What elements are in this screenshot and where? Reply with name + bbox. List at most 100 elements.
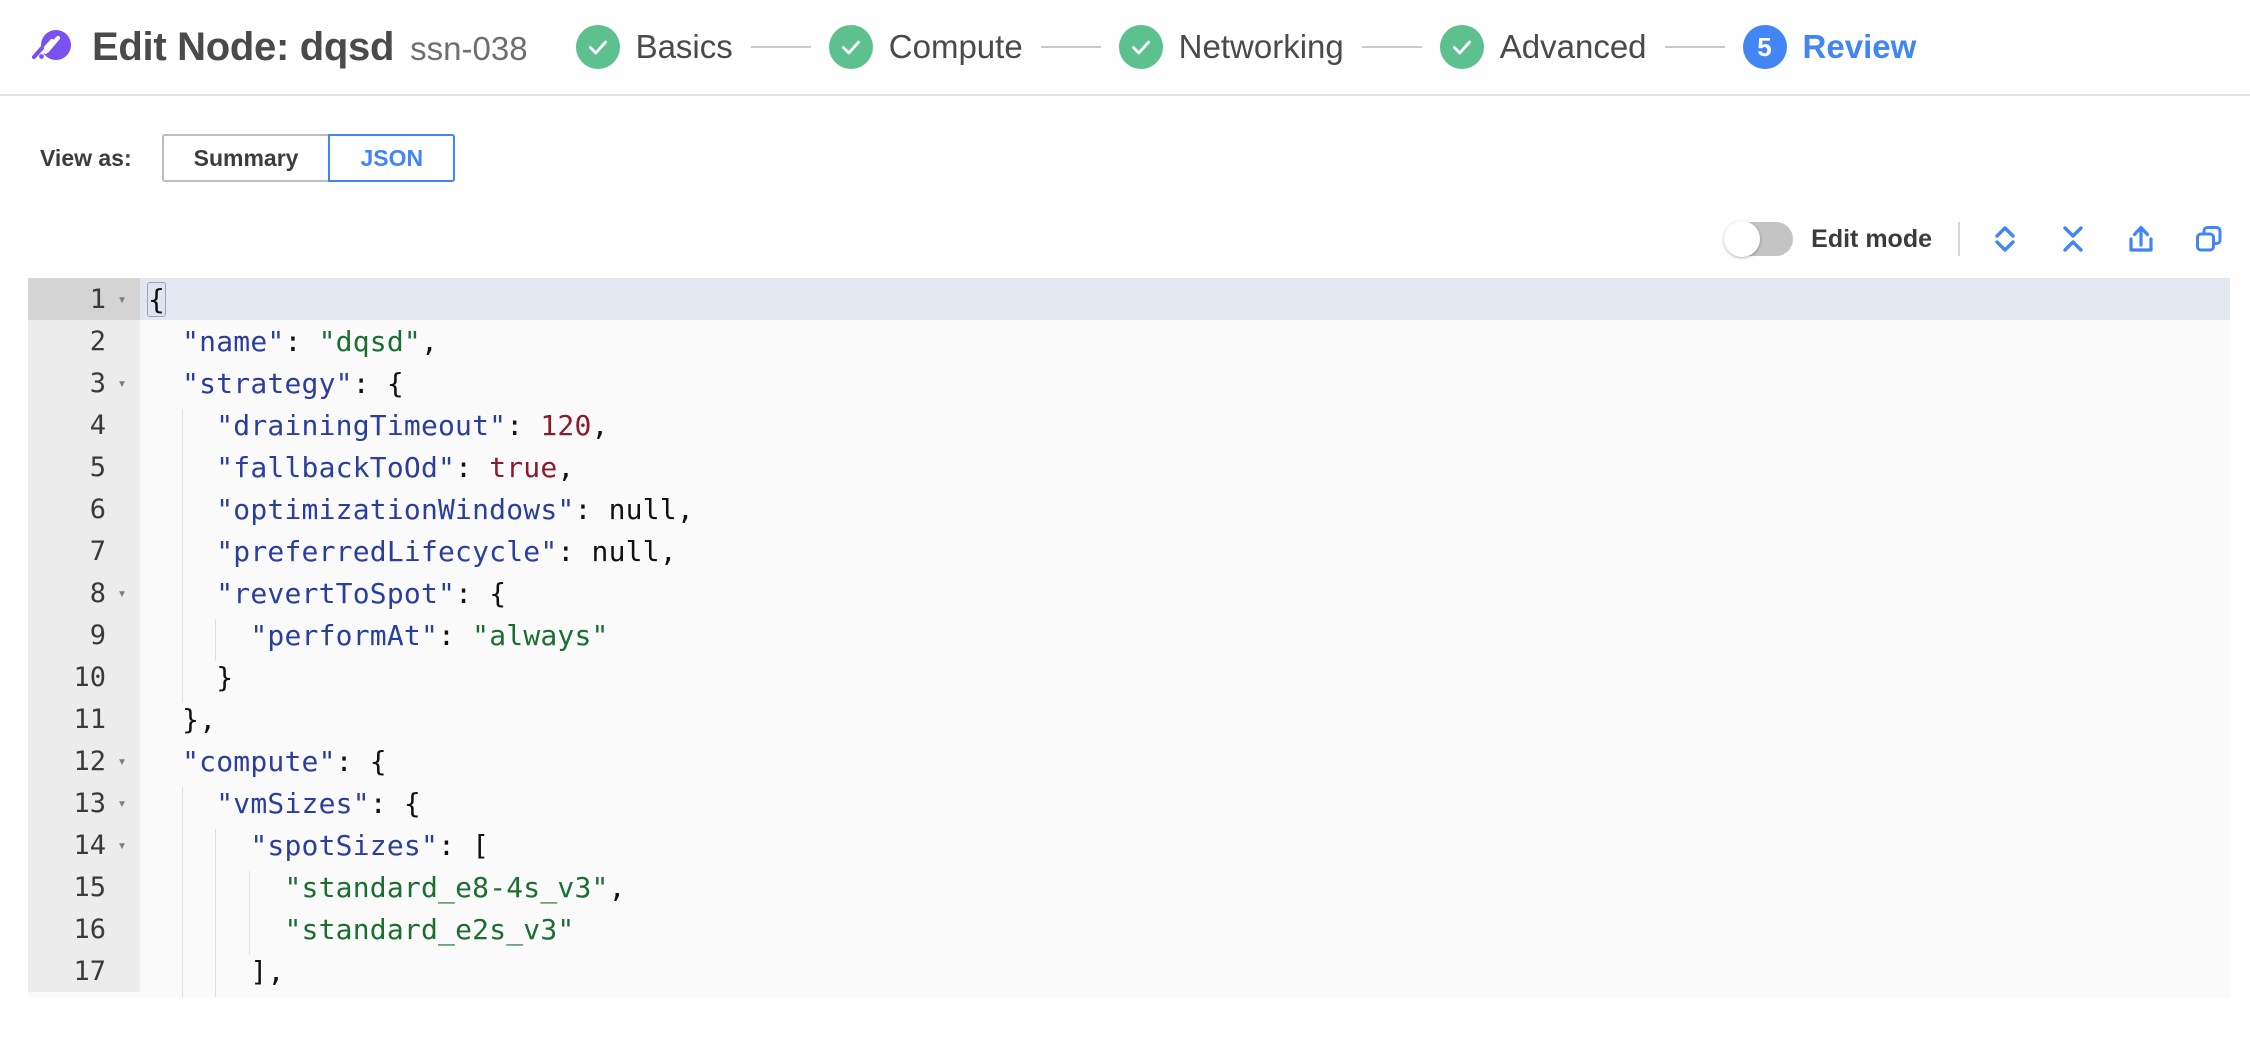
step-status-check-icon xyxy=(1118,25,1163,69)
line-number: 14 xyxy=(73,829,106,861)
json-code-line[interactable]: 2▾ "name": "dqsd", xyxy=(28,320,2230,362)
json-code-line[interactable]: 16▾ "standard_e2s_v3" xyxy=(28,908,2230,955)
stepper-connector xyxy=(1664,46,1725,48)
line-gutter: 16▾ xyxy=(28,908,140,950)
stepper-step-basics[interactable]: Basics xyxy=(575,25,733,69)
stepper-label-networking: Networking xyxy=(1178,28,1344,65)
line-text[interactable]: "fallbackToOd": true, xyxy=(140,450,2230,493)
indent-guide xyxy=(181,576,183,619)
line-gutter: 1▾ xyxy=(28,278,140,320)
json-code-line[interactable]: 15▾ "standard_e8-4s_v3", xyxy=(28,866,2230,913)
json-code-line[interactable]: 7▾ "preferredLifecycle": null, xyxy=(28,530,2230,577)
line-text[interactable]: "standard_e8-4s_v3", xyxy=(140,870,2230,913)
indent-guide xyxy=(249,870,251,913)
fold-toggle-icon[interactable]: ▾ xyxy=(117,751,127,770)
json-code-line[interactable]: 14 ▾ "spotSizes": [ xyxy=(28,824,2230,871)
line-gutter: 9▾ xyxy=(28,614,140,656)
step-status-check-icon xyxy=(828,25,873,69)
line-number: 4 xyxy=(89,409,106,441)
line-gutter: 2▾ xyxy=(28,320,140,362)
stepper-label-review: Review xyxy=(1802,28,1917,65)
json-code-line[interactable]: 6▾ "optimizationWindows": null, xyxy=(28,488,2230,535)
line-text[interactable]: "optimizationWindows": null, xyxy=(140,492,2230,535)
fold-toggle-icon[interactable]: ▾ xyxy=(117,583,127,602)
view-as-label: View as: xyxy=(40,144,132,171)
step-number-badge: 5 xyxy=(1742,25,1787,69)
line-text[interactable]: }, xyxy=(182,702,217,736)
stepper-connector xyxy=(1361,46,1422,48)
line-text[interactable]: "drainingTimeout": 120, xyxy=(140,408,2230,451)
stepper-step-advanced[interactable]: Advanced xyxy=(1439,25,1647,69)
json-code-line[interactable]: 13 ▾ "vmSizes": { xyxy=(28,782,2230,829)
line-text[interactable]: "name": "dqsd", xyxy=(182,324,439,358)
json-code-line[interactable]: 8▾ "revertToSpot": { xyxy=(28,572,2230,619)
line-gutter: 17▾ xyxy=(28,950,140,992)
line-number: 6 xyxy=(89,493,106,525)
line-text[interactable]: { xyxy=(146,281,167,317)
json-code-line[interactable]: 1▾{ xyxy=(28,278,2230,320)
line-text[interactable]: "strategy": { xyxy=(182,366,404,400)
line-number: 7 xyxy=(89,535,106,567)
json-editor[interactable]: 1▾{2▾ "name": "dqsd",3▾ "strategy": {4▾ … xyxy=(28,278,2230,998)
indent-guide xyxy=(181,618,183,661)
json-code-line[interactable]: 9▾ "performAt": "always" xyxy=(28,614,2230,661)
expand-all-icon[interactable] xyxy=(1986,220,2024,258)
json-code-line[interactable]: 17▾ ], xyxy=(28,950,2230,997)
stepper-label-advanced: Advanced xyxy=(1499,28,1647,65)
toolbar-icon-group xyxy=(1986,220,2228,258)
stepper-step-review[interactable]: 5 Review xyxy=(1742,25,1917,69)
line-text[interactable]: "spotSizes": [ xyxy=(140,828,2230,871)
line-gutter: 10▾ xyxy=(28,656,140,698)
json-editor-toolbar: Edit mode xyxy=(0,182,2250,258)
json-code-line[interactable]: 11▾ }, xyxy=(28,698,2230,740)
line-text[interactable]: "standard_e2s_v3" xyxy=(140,912,2230,955)
line-gutter: 6▾ xyxy=(28,488,140,530)
fold-toggle-icon[interactable]: ▾ xyxy=(117,373,127,392)
page-subtitle: ssn-038 xyxy=(410,29,528,67)
line-number: 9 xyxy=(89,619,106,651)
json-code-line[interactable]: 4▾ "drainingTimeout": 120, xyxy=(28,404,2230,451)
spot-comet-logo-icon xyxy=(28,24,74,70)
line-number: 8 xyxy=(89,577,106,609)
edit-mode-toggle[interactable] xyxy=(1724,221,1794,257)
line-text[interactable]: "performAt": "always" xyxy=(140,618,2230,661)
fold-toggle-icon[interactable]: ▾ xyxy=(117,793,127,812)
stepper-step-compute[interactable]: Compute xyxy=(828,25,1023,69)
indent-guide xyxy=(215,828,217,871)
line-text[interactable]: "preferredLifecycle": null, xyxy=(140,534,2230,577)
indent-guide xyxy=(181,786,183,829)
json-code-line[interactable]: 12▾ "compute": { xyxy=(28,740,2230,782)
fold-toggle-icon[interactable]: ▾ xyxy=(117,835,127,854)
indent-guide xyxy=(181,660,183,703)
line-text[interactable]: "compute": { xyxy=(182,744,387,778)
line-number: 13 xyxy=(73,787,106,819)
line-number: 15 xyxy=(73,871,106,903)
line-text[interactable]: "vmSizes": { xyxy=(140,786,2230,829)
line-text[interactable]: } xyxy=(140,660,2230,703)
json-code-lines[interactable]: 1▾{2▾ "name": "dqsd",3▾ "strategy": {4▾ … xyxy=(28,278,2230,997)
view-as-json-button[interactable]: JSON xyxy=(328,134,456,182)
json-code-line[interactable]: 3▾ "strategy": { xyxy=(28,362,2230,404)
stepper-step-networking[interactable]: Networking xyxy=(1118,25,1344,69)
line-text[interactable]: "revertToSpot": { xyxy=(140,576,2230,619)
copy-icon[interactable] xyxy=(2190,220,2228,258)
indent-guide xyxy=(215,618,217,661)
stepper-label-basics: Basics xyxy=(635,28,733,65)
view-as-segmented-control[interactable]: Summary JSON xyxy=(161,134,456,182)
line-gutter: 12▾ xyxy=(28,740,140,782)
line-gutter: 15▾ xyxy=(28,866,140,908)
indent-guide xyxy=(215,954,217,997)
line-gutter: 3▾ xyxy=(28,362,140,404)
edit-mode-group: Edit mode xyxy=(1724,221,1932,257)
line-text[interactable]: ], xyxy=(140,954,2230,997)
json-code-line[interactable]: 10▾ } xyxy=(28,656,2230,703)
collapse-all-icon[interactable] xyxy=(2054,220,2092,258)
edit-mode-label: Edit mode xyxy=(1811,224,1932,253)
line-gutter: 8▾ xyxy=(28,572,140,614)
share-export-icon[interactable] xyxy=(2122,220,2160,258)
fold-toggle-icon[interactable]: ▾ xyxy=(117,289,127,308)
view-as-summary-button[interactable]: Summary xyxy=(161,134,329,182)
line-number: 3 xyxy=(89,367,106,399)
json-code-line[interactable]: 5▾ "fallbackToOd": true, xyxy=(28,446,2230,493)
line-number: 1 xyxy=(89,283,106,315)
